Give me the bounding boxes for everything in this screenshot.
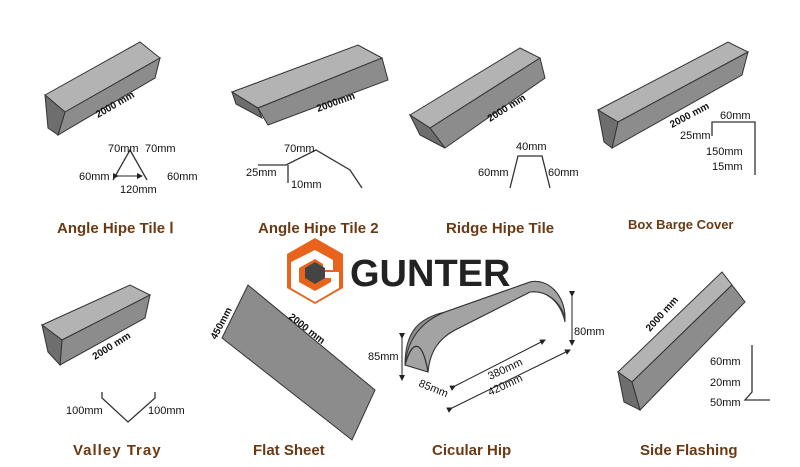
dim-label: 25mm bbox=[680, 130, 711, 142]
side-flashing-profile: 60mm 20mm 50mm bbox=[710, 345, 770, 409]
product-name: Flat Sheet bbox=[253, 442, 325, 459]
angle-hipe-tile-1-profile: 70mm 70mm 60mm 60mm 120mm bbox=[79, 143, 198, 196]
product-name: Box Barge Cover bbox=[628, 217, 733, 232]
dim-label: 60mm bbox=[548, 167, 579, 179]
angle-hipe-tile-2-profile: 70mm 25mm 10mm bbox=[246, 143, 363, 191]
dim-label: 40mm bbox=[516, 141, 547, 153]
dim-label: 85mm bbox=[417, 378, 450, 401]
flat-sheet-illustration: 450mm 2000 mm bbox=[209, 284, 376, 441]
product-valley-tray: 2000 mm 100mm 100mm Valley Tray bbox=[41, 284, 185, 459]
product-name: Valley Tray bbox=[73, 442, 162, 459]
product-name: Cicular Hip bbox=[432, 442, 511, 459]
dim-label: 85mm bbox=[368, 351, 399, 363]
ridge-hipe-tile-illustration: 2000 mm bbox=[408, 47, 546, 149]
dim-label: 60mm bbox=[79, 171, 110, 183]
dim-label: 25mm bbox=[246, 167, 277, 179]
product-name: Side Flashing bbox=[640, 442, 738, 459]
gunter-g-hexagon-icon bbox=[287, 238, 343, 304]
product-cicular-hip: 85mm 85mm 380mm 420mm 80mm Cicular Hip bbox=[368, 280, 605, 459]
dim-label: 100mm bbox=[148, 405, 185, 417]
dim-label: 60mm bbox=[720, 110, 751, 122]
product-name: Ridge Hipe Tile bbox=[446, 220, 554, 237]
product-angle-hipe-tile-1: 2000 mm 70mm 70mm 60mm 60mm 120mm Angle … bbox=[44, 41, 198, 237]
dim-label: 50mm bbox=[710, 397, 741, 409]
box-barge-cover-illustration: 2000 mm bbox=[596, 41, 750, 149]
dim-label: 60mm bbox=[167, 171, 198, 183]
brand-name: GUNTER bbox=[350, 253, 510, 295]
product-flat-sheet: 450mm 2000 mm Flat Sheet bbox=[209, 284, 376, 459]
valley-tray-profile: 100mm 100mm bbox=[66, 392, 185, 423]
dim-label: 15mm bbox=[712, 161, 743, 173]
brand-logo: GUNTER bbox=[287, 238, 510, 304]
dim-label: 10mm bbox=[291, 179, 322, 191]
side-flashing-illustration: 2000 mm bbox=[617, 271, 746, 411]
dim-label: 80mm bbox=[574, 326, 605, 338]
dim-label: 20mm bbox=[710, 377, 741, 389]
dim-label: 60mm bbox=[478, 167, 509, 179]
product-box-barge-cover: 2000 mm 60mm 25mm 150mm 15mm Box Barge C… bbox=[596, 41, 756, 232]
product-ridge-hipe-tile: 2000 mm 40mm 60mm 60mm Ridge Hipe Tile bbox=[408, 47, 579, 237]
ridge-hipe-tile-profile: 40mm 60mm 60mm bbox=[478, 141, 579, 189]
product-angle-hipe-tile-2: 2000mm 70mm 25mm 10mm Angle Hipe Tile 2 bbox=[230, 44, 389, 237]
angle-hipe-tile-2-illustration: 2000mm bbox=[230, 44, 389, 126]
dim-label: 60mm bbox=[710, 356, 741, 368]
dim-label: 70mm bbox=[108, 143, 139, 155]
dim-label: 100mm bbox=[66, 405, 103, 417]
product-name: Angle Hipe Tile 2 bbox=[258, 220, 379, 237]
product-side-flashing: 2000 mm 60mm 20mm 50mm Side Flashing bbox=[617, 271, 770, 459]
valley-tray-illustration: 2000 mm bbox=[41, 284, 152, 367]
dim-label: 70mm bbox=[284, 143, 315, 155]
dim-label: 150mm bbox=[706, 146, 743, 158]
cicular-hip-illustration: 85mm 85mm 380mm 420mm 80mm bbox=[368, 280, 605, 413]
dim-label: 120mm bbox=[120, 184, 157, 196]
box-barge-cover-profile: 60mm 25mm 150mm 15mm bbox=[680, 110, 756, 175]
dim-label: 70mm bbox=[145, 143, 176, 155]
product-name: Angle Hipe Tile Ⅰ bbox=[57, 220, 174, 237]
angle-hipe-tile-1-illustration: 2000 mm bbox=[44, 41, 161, 137]
